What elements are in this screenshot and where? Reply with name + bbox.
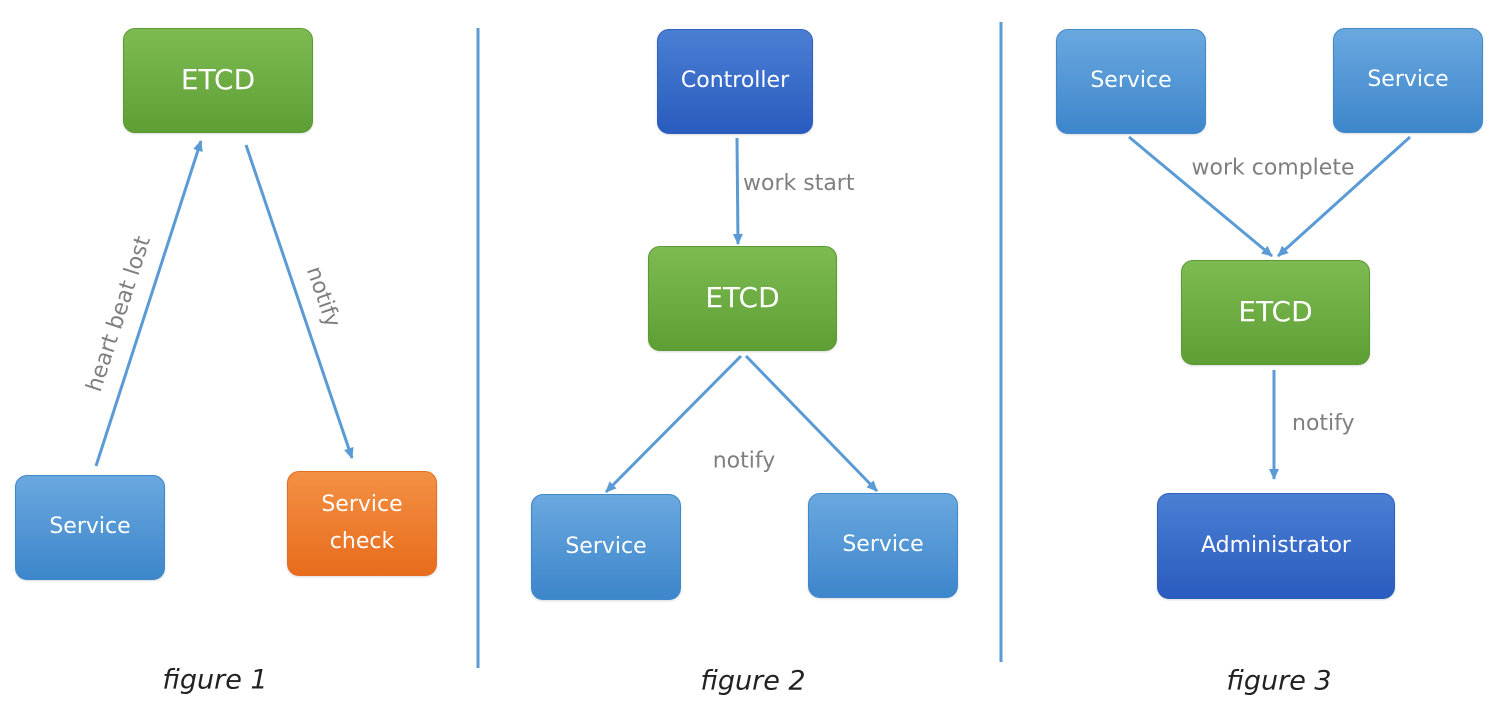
figure-2-caption: figure 2 [700, 665, 806, 697]
service-check-node: Service check [287, 471, 437, 576]
etcd-node-fig3-label: ETCD [1238, 295, 1313, 329]
service-node-fig1: Service [15, 475, 165, 580]
service-node-fig2-right-label: Service [842, 532, 924, 558]
arrow-etcd-to-service-check [244, 144, 354, 459]
service-check-line1: Service [321, 492, 403, 518]
controller-node-label: Controller [680, 68, 790, 94]
figure-3-caption: figure 3 [1226, 665, 1332, 697]
service-node-fig3-right: Service [1333, 28, 1483, 133]
etcd-node-fig1: ETCD [123, 28, 313, 133]
work-complete-label: work complete [1191, 155, 1355, 181]
controller-node: Controller [657, 29, 813, 134]
etcd-node-fig2-label: ETCD [705, 281, 780, 315]
service-node-fig1-label: Service [49, 514, 131, 540]
service-node-fig3-right-label: Service [1367, 67, 1449, 93]
notify-label-fig3: notify [1292, 411, 1355, 436]
figure-1-caption: figure 1 [162, 664, 268, 696]
etcd-node-fig2: ETCD [648, 246, 837, 351]
arrow-etcd-to-service-left [604, 354, 743, 494]
notify-label-fig2: notify [712, 448, 776, 474]
etcd-node-fig1-label: ETCD [180, 63, 256, 97]
administrator-node-label: Administrator [1201, 532, 1351, 558]
service-node-fig2-left-label: Service [565, 533, 647, 559]
service-node-fig2-left: Service [531, 494, 681, 600]
arrow-etcd-to-service-right [744, 354, 879, 493]
work-start-label: work start [743, 171, 855, 196]
service-node-fig3-left-label: Service [1090, 68, 1172, 94]
administrator-node: Administrator [1157, 493, 1395, 599]
arrow-service-right-to-etcd [1276, 135, 1412, 258]
service-check-line2: check [329, 528, 395, 554]
service-node-fig3-left: Service [1056, 29, 1206, 134]
etcd-node-fig3: ETCD [1181, 260, 1370, 365]
arrow-controller-to-etcd [732, 137, 743, 245]
arrow-service-left-to-etcd [1128, 135, 1273, 258]
arrow-service-to-etcd [94, 140, 203, 467]
service-node-fig2-right: Service [808, 493, 958, 598]
